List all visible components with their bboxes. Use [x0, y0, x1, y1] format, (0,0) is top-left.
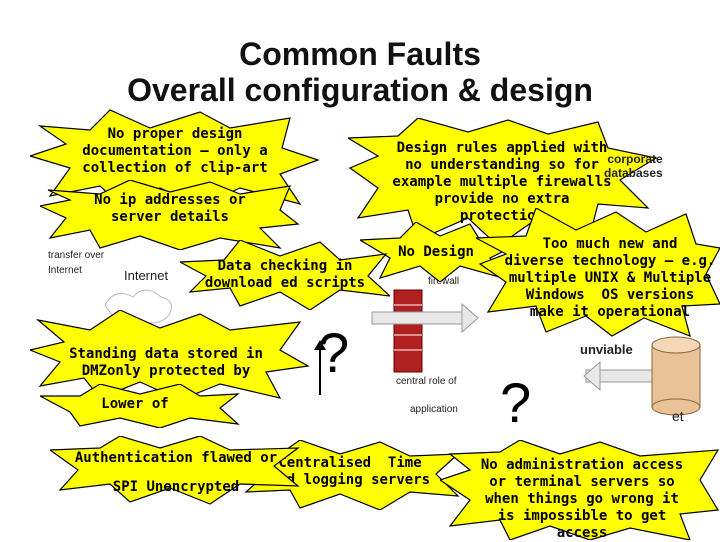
callout-too-much-technology: Too much new and diverse technology – e.…: [504, 236, 716, 320]
diagram-label-firewall: firewall: [428, 276, 460, 287]
callout-authentication-flawed: Authentication flawed or: [74, 450, 278, 466]
callout-standing-data: Standing data stored in DMZonly protecte…: [69, 346, 263, 379]
question-mark-icon: ?: [500, 371, 532, 434]
callout-no-design: No Design: [398, 244, 474, 260]
callout-burst: [360, 222, 520, 282]
diagram-label-transfer: transfer over: [48, 250, 105, 261]
diagram-label-central-role: central role of: [396, 376, 457, 387]
slide-subtitle: Overall configuration & design: [127, 72, 593, 108]
callout-no-documentation: No proper design documentation – only a …: [82, 126, 268, 176]
callout-no-ip-addresses: No ip addresses or server details: [94, 192, 246, 225]
firewall-icon: [393, 289, 423, 373]
callout-design-rules: Design rules applied with no understandi…: [392, 140, 612, 224]
callout-burst: [50, 436, 300, 505]
callout-burst: [440, 440, 720, 540]
diagram-label-application: application: [410, 404, 458, 415]
callout-lower-of: Lower of: [101, 396, 169, 412]
flow-arrow-icon: [583, 360, 657, 392]
diagram-label-internet: Internet: [124, 268, 169, 283]
callout-burst: [476, 208, 720, 337]
database-icon: [651, 336, 701, 416]
callout-burst: [240, 440, 460, 510]
question-mark-icon: ?: [318, 321, 350, 384]
flow-arrow-icon: [371, 302, 479, 334]
diagram-label-et: et: [672, 408, 684, 424]
diagram-label-internet-small: Internet: [48, 265, 82, 276]
callout-no-administration-access: No administration access or terminal ser…: [480, 457, 684, 541]
callout-burst: [348, 118, 658, 247]
callout-burst: [40, 384, 240, 428]
slide-title: Common Faults: [239, 36, 481, 72]
callout-burst: [40, 180, 300, 250]
up-arrow-icon: [314, 340, 326, 395]
diagram-label-unviable: unviable: [580, 342, 633, 357]
callout-burst: [30, 109, 320, 207]
callout-data-checking: Data checking in download ed scripts: [204, 258, 366, 291]
diagram-label-databases: corporate databases: [604, 152, 663, 180]
callout-burst: [30, 310, 310, 400]
callout-spi-unencrypted: SPI Unencrypted: [112, 479, 240, 495]
callout-burst: [180, 240, 390, 310]
